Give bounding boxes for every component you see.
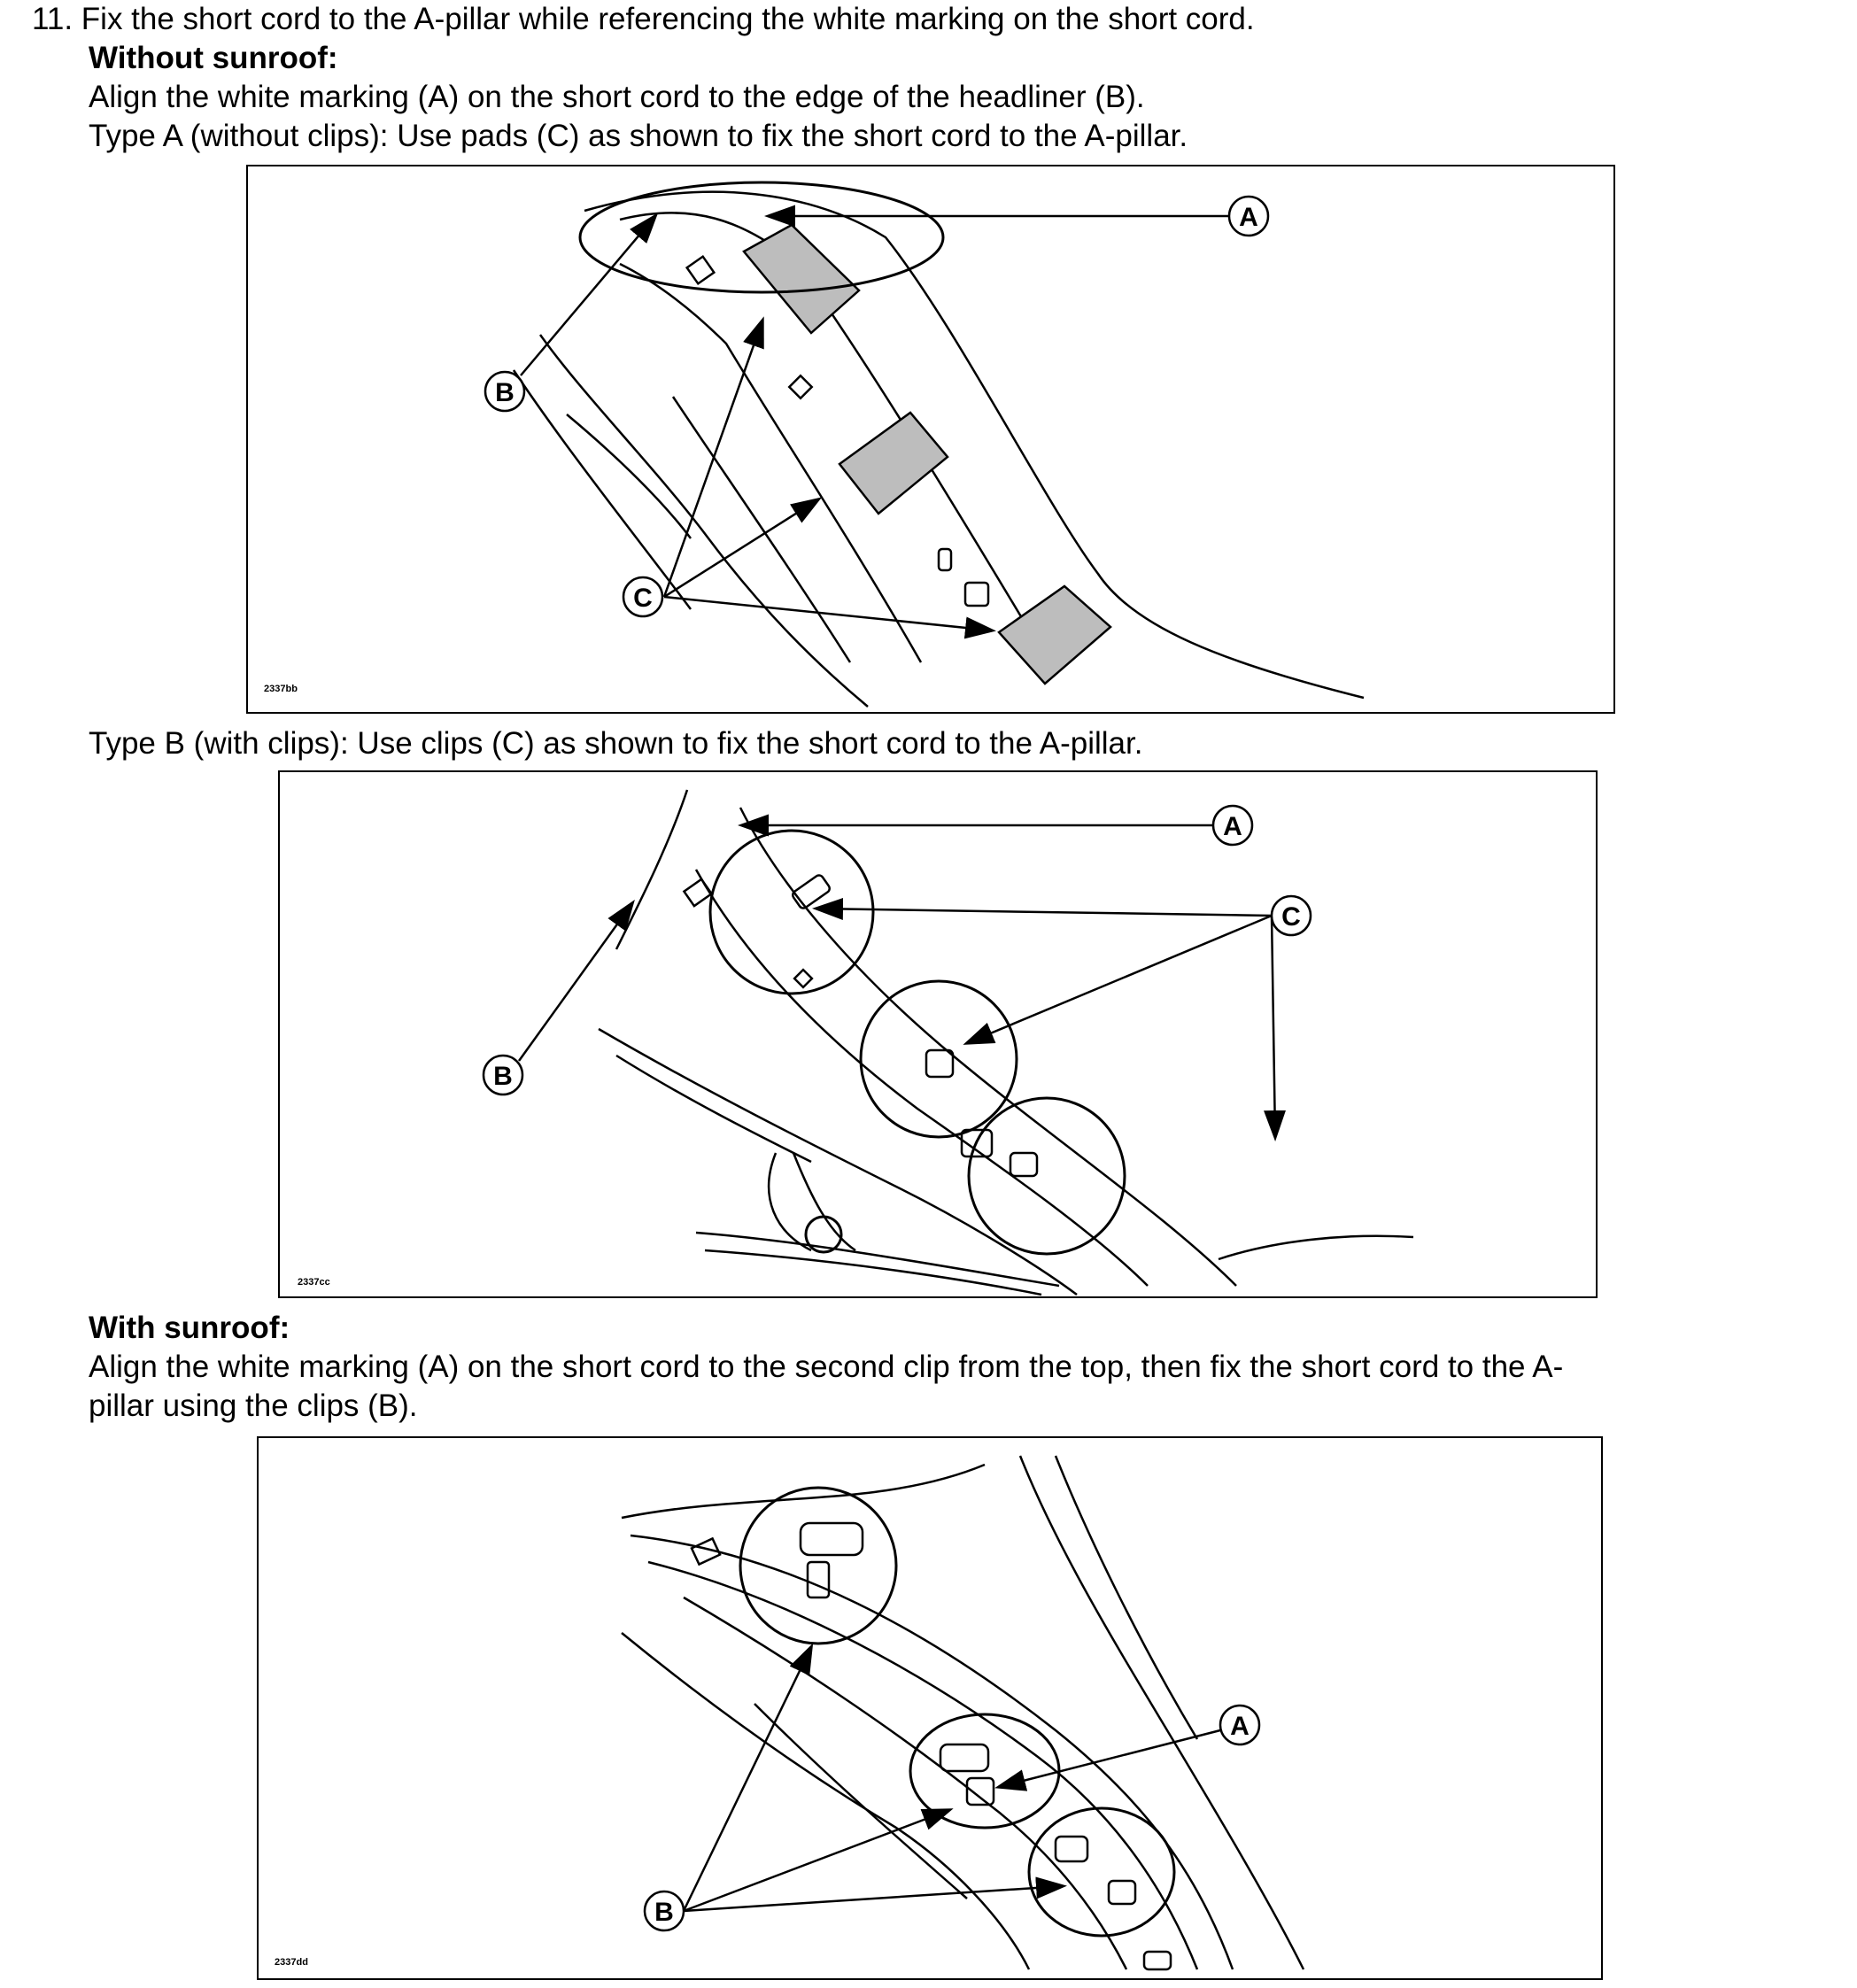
svg-text:B: B [493,1062,513,1091]
leader-b-1 [682,1643,814,1912]
svg-text:B: B [654,1898,674,1927]
step-number: 11. [32,2,74,36]
pad-3 [997,584,1112,685]
svg-text:A: A [1239,203,1258,232]
leader-c-2 [963,914,1273,1045]
leader-c-1 [662,316,764,598]
figure-type-b-drawing: A C B [482,789,1414,1296]
callout-a: A [1227,195,1270,237]
leader-c-3 [1264,915,1287,1141]
leader-b-3 [683,1876,1067,1913]
svg-text:B: B [495,378,515,407]
figure-with-sunroof: A B 2337dd [257,1436,1603,1980]
svg-text:A: A [1230,1712,1250,1741]
leader-lines [520,205,1229,639]
leader-lines [517,814,1287,1141]
clip-circle-3 [1027,1806,1176,1938]
pad-1 [742,223,861,335]
leader-b [520,213,659,376]
leader-c-3 [663,595,996,639]
with-sunroof-instruction-1: Align the white marking (A) on the short… [89,1350,1564,1384]
callout-c: C [1270,894,1312,937]
without-sunroof-instruction: Align the white marking (A) on the short… [89,80,1145,114]
pillar-outline [621,1455,1305,1970]
pillar-outline [512,190,1365,708]
figure-type-a: A B C 2337bb [246,165,1615,714]
leader-c-2 [663,497,823,599]
pillar-outline [598,789,1414,1296]
without-sunroof-heading: Without sunroof: [89,41,338,75]
callout-a: A [1219,1704,1261,1746]
step-line: 11. Fix the short cord to the A-pillar w… [32,0,1255,39]
headliner-edge-ellipse [578,181,945,294]
callout-a: A [1211,804,1254,847]
leader-b-2 [683,1808,954,1913]
callout-b: B [643,1890,685,1932]
with-sunroof-instruction-2: pillar using the clips (B). [89,1389,418,1423]
callout-b: B [482,1054,524,1096]
clip-circles [708,829,1126,1256]
leader-c-1 [812,897,1273,920]
clip-circle-1 [708,829,875,995]
leader-a [994,1729,1221,1791]
clip-details [685,254,990,607]
figure-code: 2337cc [298,1277,330,1288]
svg-text:C: C [1281,902,1301,932]
figure-code: 2337bb [264,684,298,694]
pads [742,223,1112,685]
clip-circle-1 [739,1486,898,1645]
pillar-hole [804,1215,843,1254]
clip-details [690,1521,1172,1971]
svg-text:C: C [633,584,653,613]
leader-lines [682,1643,1221,1913]
leader-b [517,899,635,1062]
callout-c: C [622,576,664,618]
clip-circle-3 [967,1096,1126,1256]
with-sunroof-heading: With sunroof: [89,1311,290,1345]
pad-2 [838,411,949,515]
svg-text:A: A [1223,812,1242,841]
type-a-instruction: Type A (without clips): Use pads (C) as … [89,119,1188,153]
type-b-instruction: Type B (with clips): Use clips (C) as sh… [89,726,1143,761]
clip-circle-2 [859,979,1018,1139]
step-text: Fix the short cord to the A-pillar while… [81,2,1255,36]
figure-with-sunroof-drawing: A B [621,1455,1305,1971]
figure-type-b: A C B 2337cc [278,770,1598,1298]
callout-b: B [484,370,526,413]
figure-code: 2337dd [275,1957,308,1968]
figure-type-a-drawing: A B C [484,181,1365,708]
